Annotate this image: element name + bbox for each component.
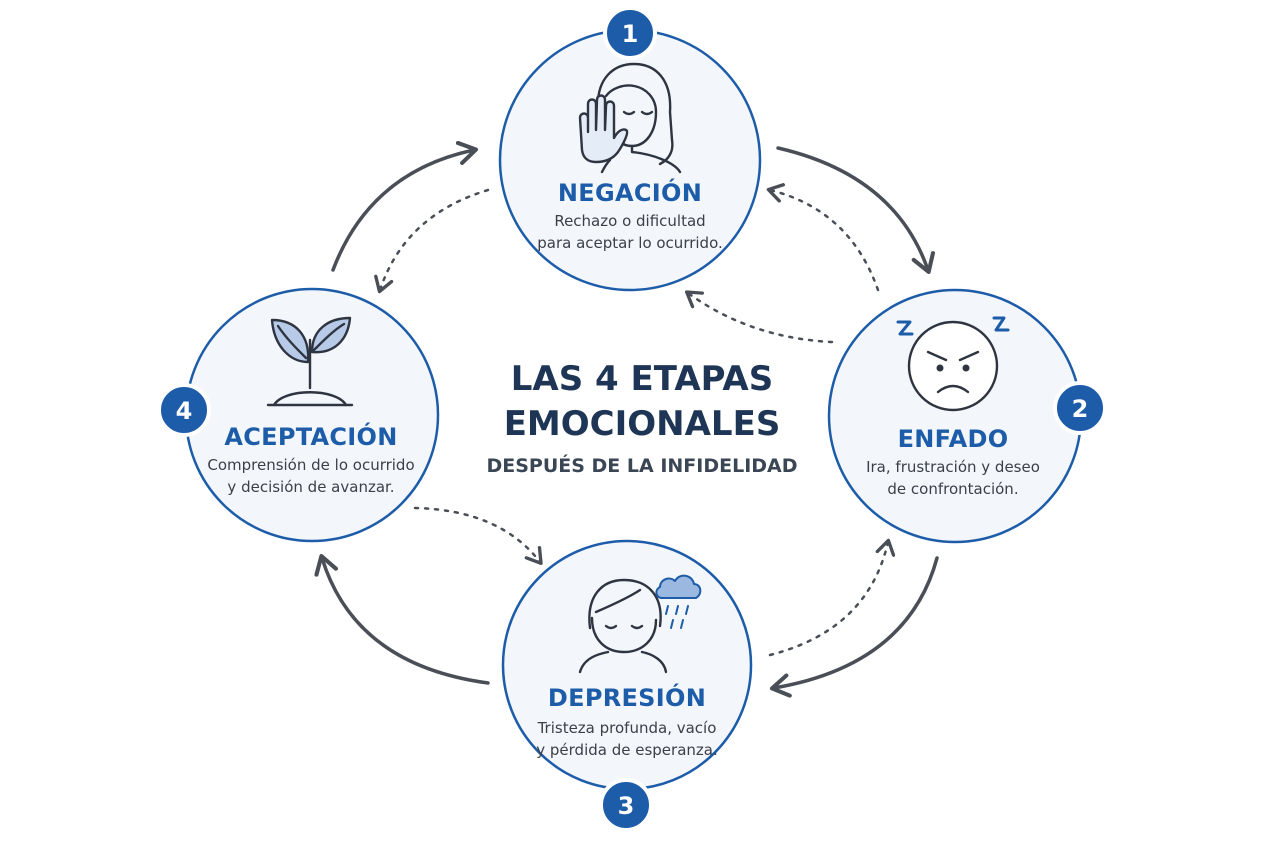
badge-number: 3	[618, 792, 635, 820]
stage-description-line: y decisión de avanzar.	[227, 478, 394, 496]
subtitle: DESPUÉS DE LA INFIDELIDAD	[486, 454, 797, 477]
stage-title: DEPRESIÓN	[548, 682, 706, 712]
arrow-negacion-to-enfado	[776, 146, 935, 274]
stage-description-line: Ira, frustración y deseo	[866, 458, 1040, 476]
dotted-arrow-depresion-to-enfado	[768, 538, 896, 657]
stage-depresion: DEPRESIÓN Tristeza profunda, vacío y pér…	[501, 539, 753, 791]
stage-title: ACEPTACIÓN	[224, 421, 397, 451]
arrow-depresion-to-aceptacion	[314, 554, 490, 685]
stage-enfado: ENFADO Ira, frustración y deseo de confr…	[827, 288, 1083, 544]
dotted-arrow-aceptacion-to-depresion	[413, 506, 543, 565]
arrow-enfado-to-depresion	[769, 556, 939, 698]
dotted-arrow-enfado-to-negacion-lower	[684, 290, 834, 344]
stage-number-badge-1: 1	[603, 6, 657, 60]
main-title-line: LAS 4 ETAPAS	[511, 359, 774, 399]
angry-face-icon	[896, 316, 1010, 412]
stage-description-line: Comprensión de lo ocurrido	[207, 456, 414, 474]
stage-description-line: de confrontación.	[887, 480, 1018, 498]
badge-number: 1	[622, 20, 639, 48]
stage-aceptacion: ACEPTACIÓN Comprensión de lo ocurrido y …	[184, 287, 440, 543]
sprout-icon	[266, 316, 354, 407]
stage-number-badge-2: 2	[1053, 381, 1107, 435]
badge-number: 2	[1072, 395, 1089, 423]
stage-description-line: Tristeza profunda, vacío	[537, 719, 717, 737]
stop-hand-woman-icon	[578, 62, 682, 174]
stage-number-badge-4: 4	[157, 383, 211, 437]
main-title-line: EMOCIONALES	[504, 404, 781, 444]
stage-title: NEGACIÓN	[558, 177, 702, 207]
badge-number: 4	[176, 397, 193, 425]
center-title: LAS 4 ETAPAS EMOCIONALES DESPUÉS DE LA I…	[486, 359, 797, 477]
dotted-arrow-negacion-to-aceptacion	[374, 188, 490, 294]
stage-title: ENFADO	[898, 425, 1009, 453]
stage-description-line: para aceptar lo ocurrido.	[537, 234, 723, 252]
dotted-arrow-enfado-to-negacion-upper	[766, 183, 880, 292]
sad-person-rain-cloud-icon	[578, 574, 702, 674]
stage-circle	[184, 287, 440, 543]
arrow-aceptacion-to-negacion	[331, 140, 479, 272]
stage-negacion: NEGACIÓN Rechazo o dificultad para acept…	[498, 28, 762, 292]
stage-description-line: y pérdida de esperanza.	[536, 741, 717, 759]
stage-number-badge-3: 3	[599, 778, 653, 832]
stage-description-line: Rechazo o dificultad	[554, 212, 705, 230]
